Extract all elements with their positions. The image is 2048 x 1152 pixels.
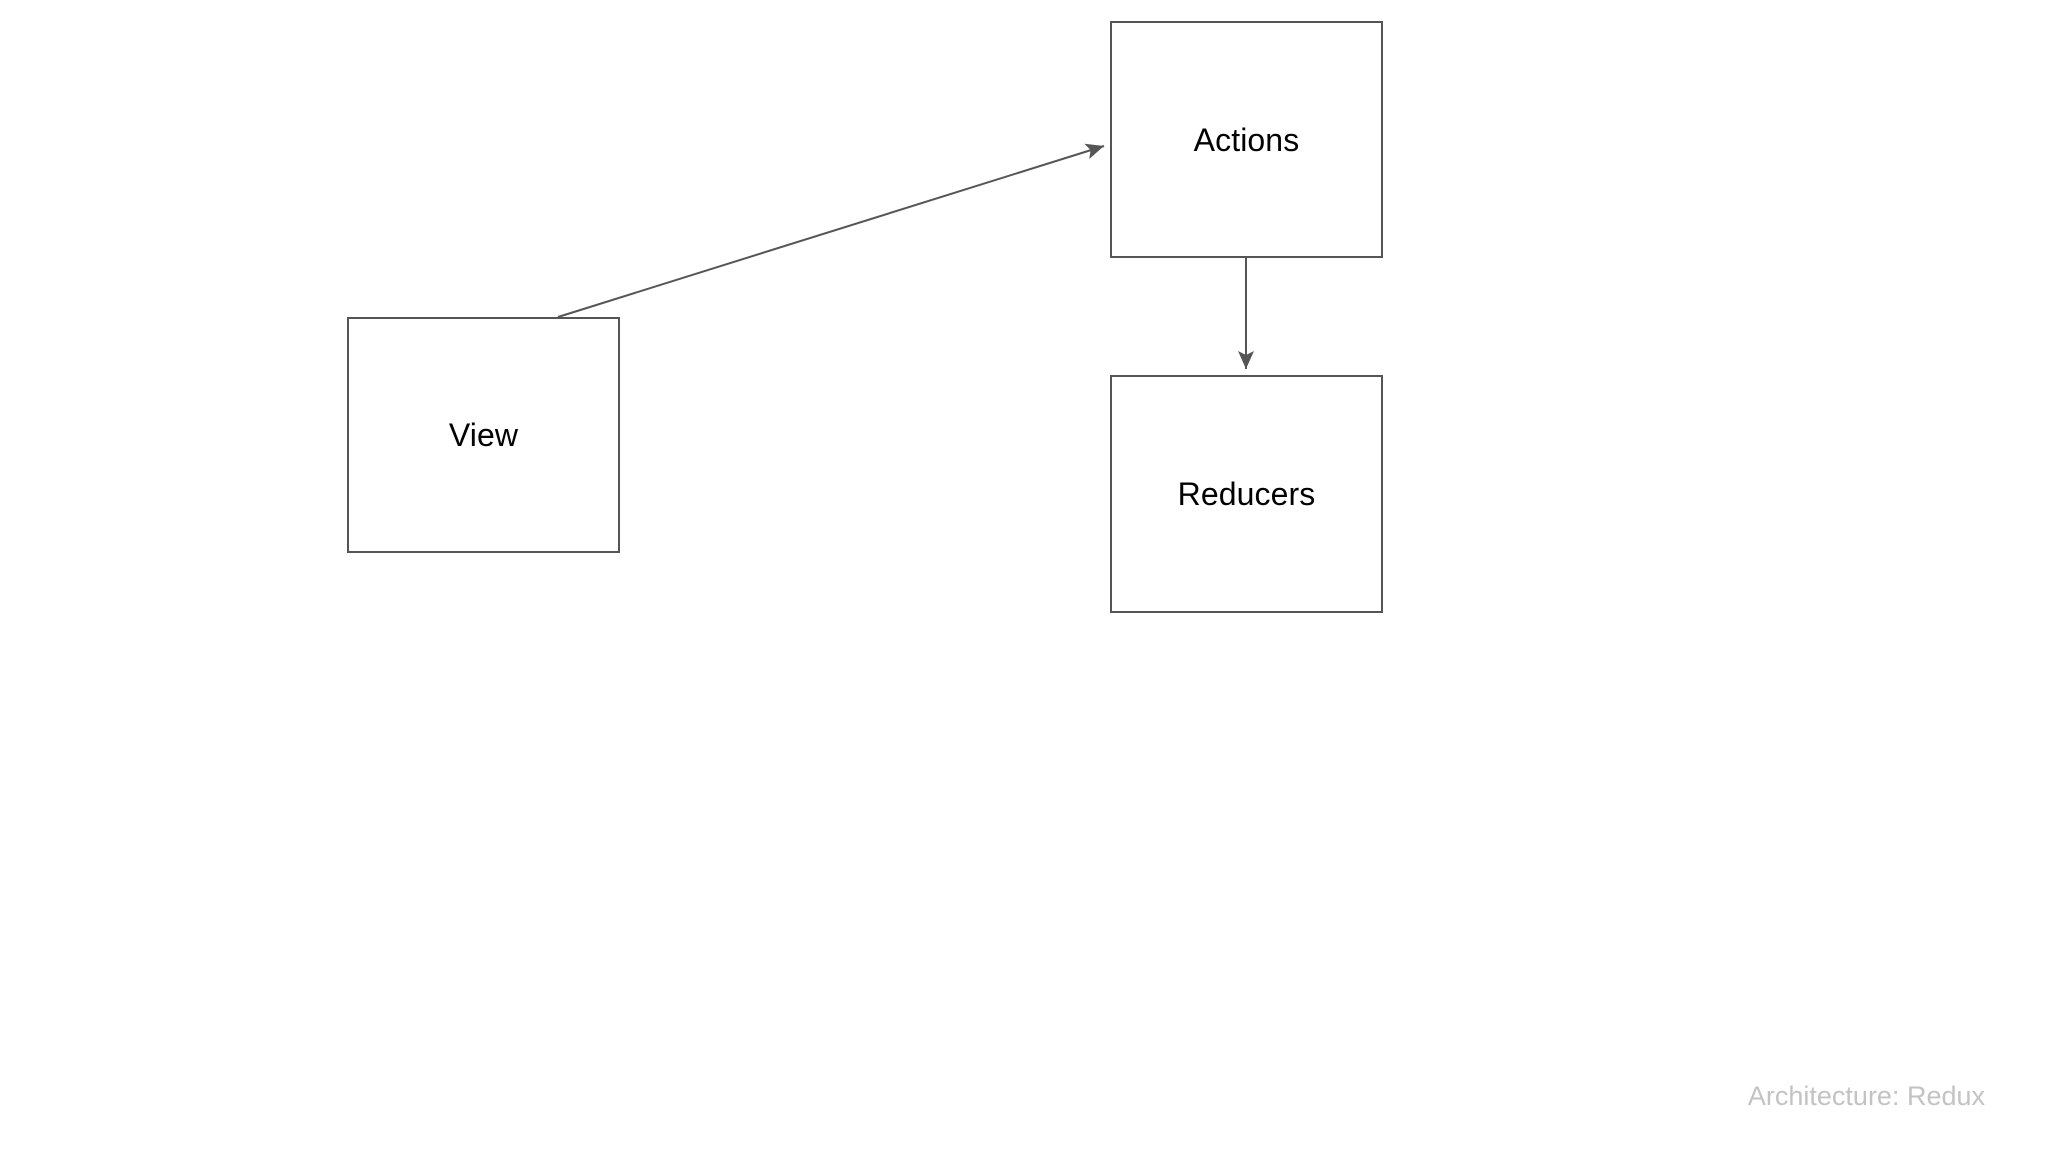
node-view-label: View [448, 417, 519, 453]
node-reducers-label: Reducers [1177, 476, 1316, 512]
node-view[interactable]: View [347, 317, 620, 553]
edge-view-to-actions [557, 143, 1105, 318]
diagram-caption: Architecture: Redux [1747, 1081, 1985, 1111]
node-reducers[interactable]: Reducers [1110, 375, 1383, 613]
node-actions-label: Actions [1193, 121, 1300, 158]
node-actions[interactable]: Actions [1110, 21, 1383, 258]
